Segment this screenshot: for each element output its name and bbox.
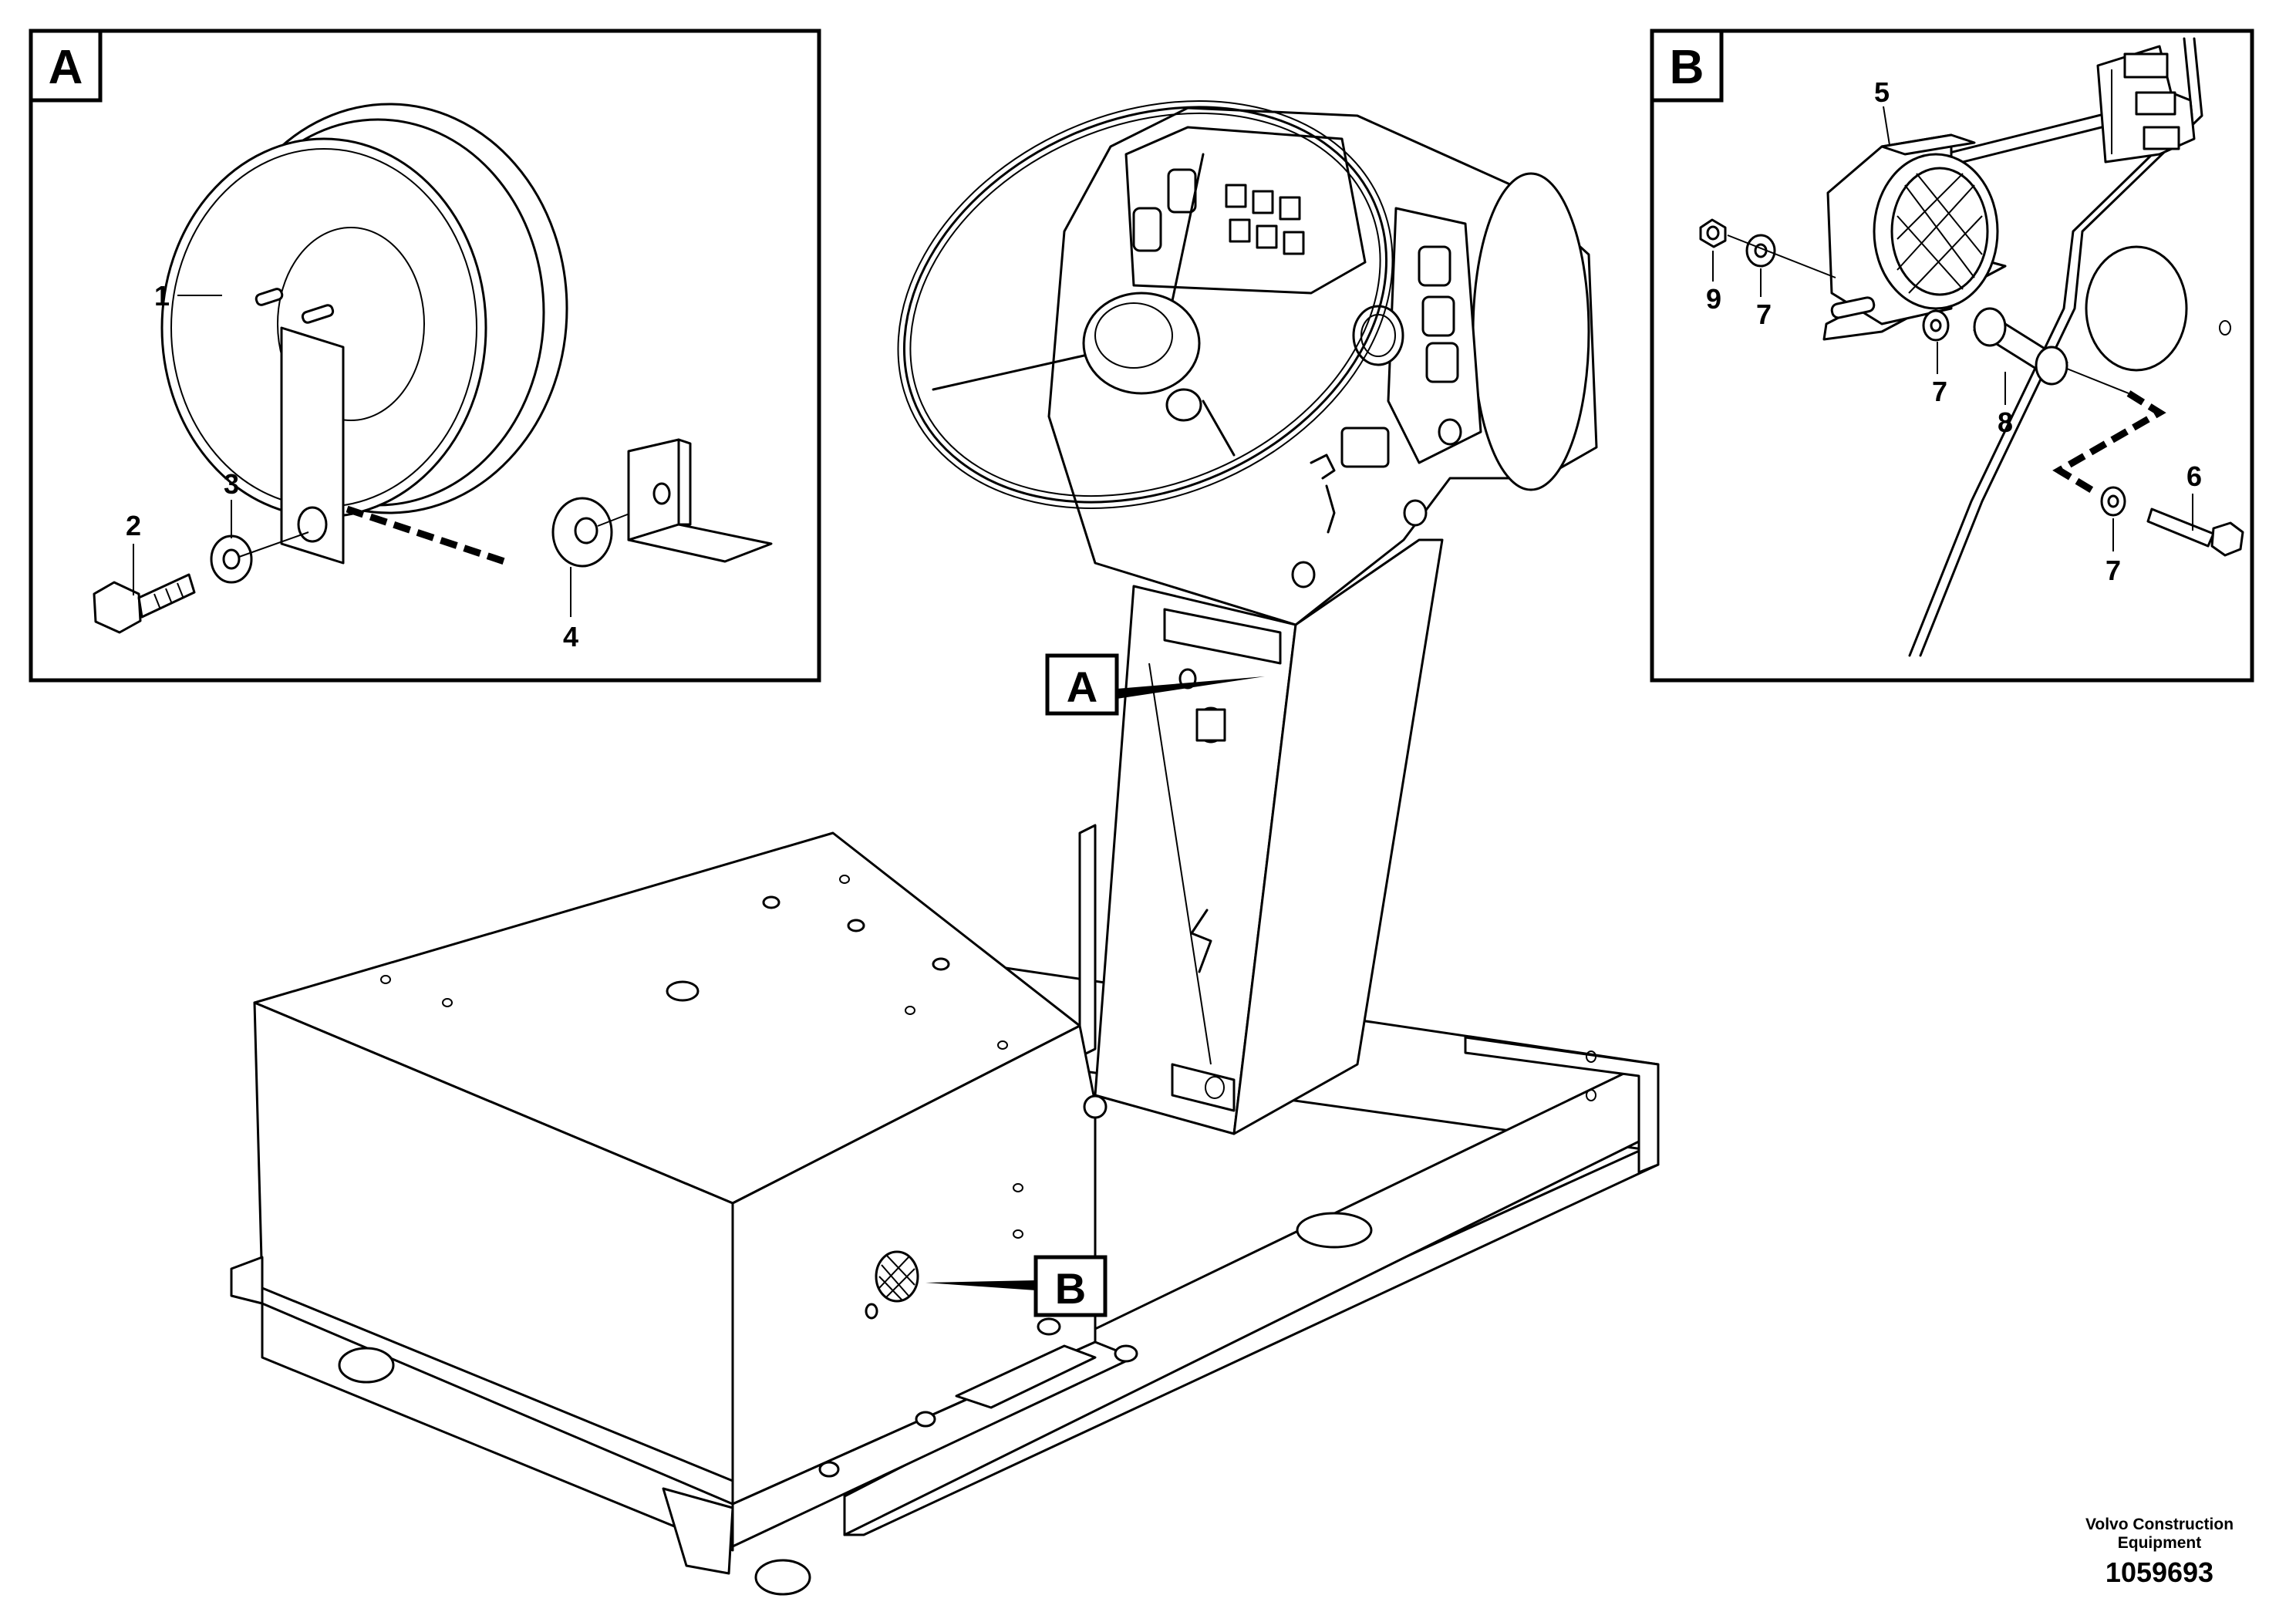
spacer: [1973, 307, 2068, 386]
detail-panel-a: A: [29, 29, 821, 683]
horn-bracket: [280, 326, 345, 565]
panel-a-label: A: [49, 41, 83, 94]
bolt: [93, 573, 196, 634]
wire-connector: [2096, 45, 2196, 164]
washer: [1922, 309, 1950, 342]
callout-3: 3: [224, 468, 239, 500]
drawing-number: 1059693: [2105, 1556, 2214, 1588]
callout-7-lower: 7: [2106, 555, 2121, 586]
callout-8: 8: [1998, 406, 2013, 438]
callout-1: 1: [154, 280, 170, 312]
alarm-grille: [865, 1250, 919, 1320]
washer: [1745, 234, 1776, 268]
steering-column: [1094, 538, 1444, 1135]
callout-5: 5: [1874, 76, 1890, 108]
nut: [1699, 218, 1727, 248]
panel-b-label: B: [1670, 41, 1704, 94]
washer: [551, 497, 613, 568]
detail-panel-b: B: [1650, 29, 2254, 683]
washer: [210, 534, 253, 584]
drawing-footer: Volvo Construction Equipment 1059693: [2055, 1516, 2264, 1590]
backup-alarm: [1822, 133, 2007, 341]
pointer-b-label: B: [1055, 1264, 1086, 1313]
callout-2: 2: [126, 510, 141, 541]
callout-7-middle: 7: [1932, 376, 1947, 407]
panel-b-label-box: [1650, 29, 1724, 103]
callout-4: 4: [563, 621, 578, 653]
battery-box: [230, 831, 1138, 1596]
callout-6: 6: [2186, 460, 2202, 492]
steering-wheel: [897, 100, 1394, 509]
dashboard: [1047, 106, 1598, 626]
pointer-b: B: [925, 1255, 1108, 1317]
mounting-angle: [627, 438, 773, 563]
organization-line-2: Equipment: [2117, 1534, 2202, 1552]
callout-7-upper: 7: [1756, 298, 1772, 330]
panel-a-label-box: [29, 29, 103, 103]
organization-line-1: Volvo Construction: [2085, 1516, 2234, 1533]
washer: [2100, 486, 2126, 517]
bolt: [2146, 508, 2244, 557]
pointer-a-label: A: [1067, 663, 1097, 711]
pointer-a: A: [1045, 653, 1265, 716]
callout-9: 9: [1706, 283, 1721, 315]
